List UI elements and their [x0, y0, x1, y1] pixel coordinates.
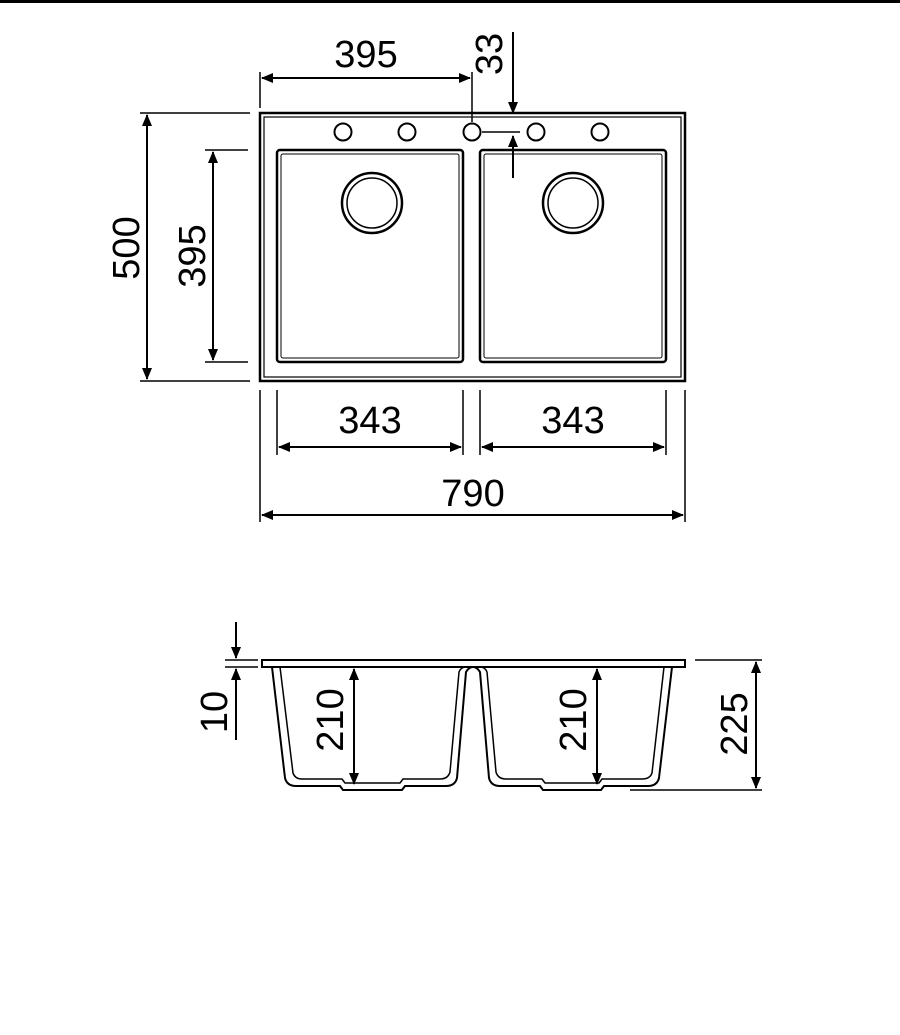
top-border-line — [0, 0, 900, 3]
rim-thickness-dimension: 10 — [194, 691, 236, 733]
edge-gap-dimension: 33 — [469, 33, 511, 75]
tap-hole — [333, 122, 353, 142]
section-view: 10 210 210 225 — [194, 622, 762, 791]
right-drain-inner — [547, 177, 599, 229]
plan-view: 395 33 500 395 343 343 — [106, 32, 687, 522]
overall-depth-dimension: 500 — [106, 216, 148, 279]
left-drain-outer — [340, 171, 404, 235]
tap-offset-dimension: 395 — [334, 34, 397, 76]
right-bowl-width-dimension: 343 — [541, 400, 604, 442]
total-height-dimension: 225 — [714, 692, 756, 755]
sink-rim — [261, 659, 686, 668]
sink-outer-outline — [258, 111, 687, 383]
tap-hole — [397, 122, 417, 142]
left-bowl-height-dimension: 210 — [310, 688, 352, 751]
tap-hole — [526, 122, 546, 142]
tap-hole — [590, 122, 610, 142]
right-bowl-height-dimension: 210 — [553, 688, 595, 751]
left-bowl-inner — [280, 153, 460, 359]
bowl-depth-dimension: 395 — [172, 224, 214, 287]
sink-inner-outline — [263, 116, 682, 378]
left-bowl — [275, 148, 465, 364]
left-drain-inner — [346, 177, 398, 229]
tap-hole — [462, 122, 482, 142]
right-bowl-inner — [483, 153, 663, 359]
left-bowl-width-dimension: 343 — [338, 400, 401, 442]
right-drain-outer — [541, 171, 605, 235]
right-bowl — [478, 148, 668, 364]
overall-width-dimension: 790 — [441, 473, 504, 515]
